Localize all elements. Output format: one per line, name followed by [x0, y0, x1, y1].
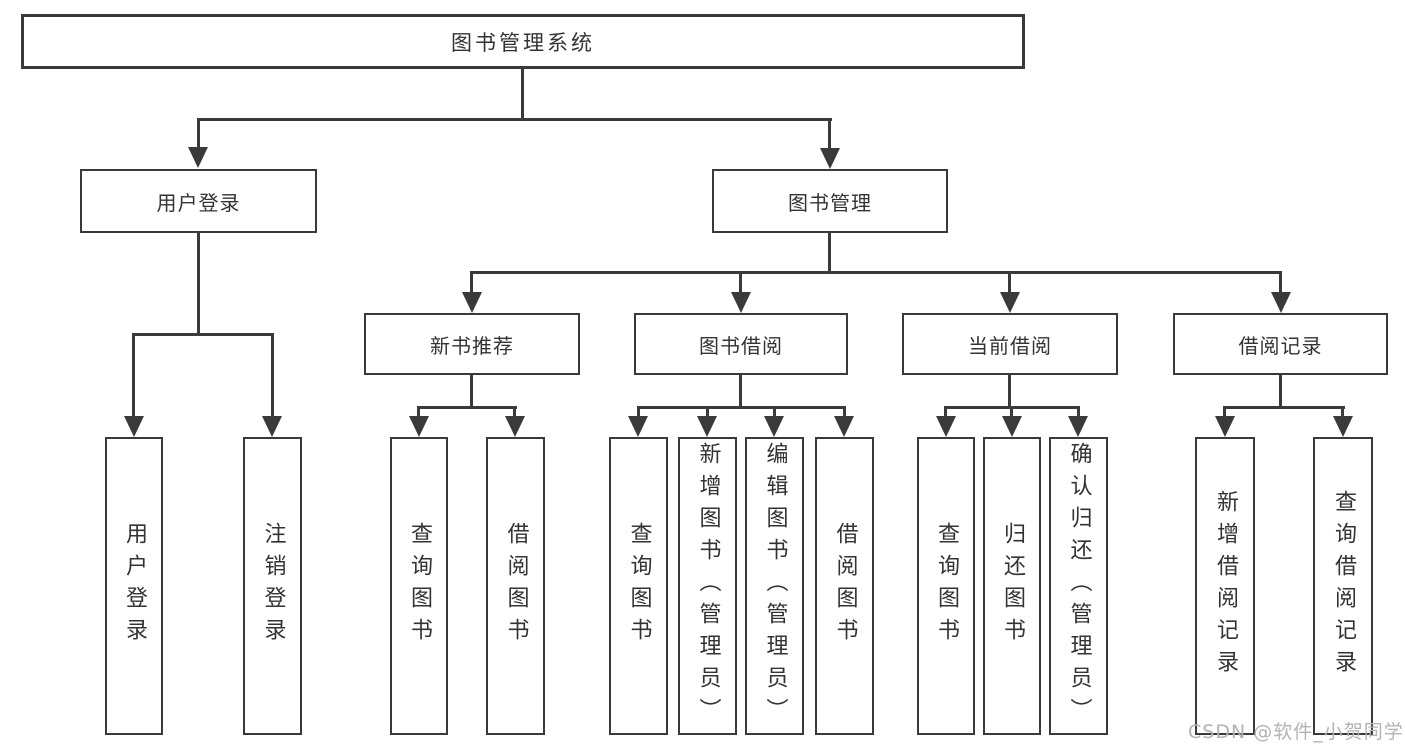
leaf-logout: 注销登录	[243, 437, 302, 735]
connector-drop-cur-return	[1010, 406, 1013, 417]
connector-book-mgmt-hbar	[470, 271, 1282, 274]
leaf-borrow-edit-book-admin: 编辑图书（管理员）	[745, 437, 804, 735]
node-new-book-recommend: 新书推荐	[364, 313, 580, 375]
leaf-borrow-borrow-book: 借阅图书	[815, 437, 874, 735]
leaf-records-query-record: 查询借阅记录	[1313, 437, 1373, 735]
connector-root-hbar	[197, 118, 832, 121]
connector-drop-bor-query	[637, 406, 640, 417]
arrowhead-rec-query-record	[1333, 416, 1353, 437]
connector-book-mgmt-stem	[828, 233, 831, 273]
arrowhead-logout-leaf	[262, 416, 282, 437]
connector-drop-bor-edit	[773, 406, 776, 417]
arrowhead-cur-return	[1002, 416, 1022, 437]
arrowhead-bor-query	[628, 416, 648, 437]
connector-borrow-hbar	[637, 406, 846, 409]
connector-drop-login-leaf	[132, 333, 135, 417]
arrowhead-borrow	[731, 292, 751, 313]
connector-current-stem	[1008, 375, 1011, 408]
arrowhead-bor-add	[697, 416, 717, 437]
node-library-management-system: 图书管理系统	[21, 14, 1025, 69]
node-user-login: 用户登录	[80, 169, 317, 233]
node-current-borrow: 当前借阅	[902, 313, 1118, 375]
arrowhead-cur-confirm	[1068, 416, 1088, 437]
arrowhead-rec-add-record	[1215, 416, 1235, 437]
leaf-recommend-query-book: 查询图书	[390, 437, 448, 735]
leaf-user-login: 用户登录	[105, 437, 163, 735]
connector-drop-bor-add	[706, 406, 709, 417]
arrowhead-recommend	[462, 292, 482, 313]
connector-user-login-stem	[197, 233, 200, 336]
node-book-borrow: 图书借阅	[634, 313, 848, 375]
connector-recommend-stem	[470, 375, 473, 408]
connector-drop-rec-query-record	[1341, 406, 1344, 417]
arrowhead-rec-query	[409, 416, 429, 437]
arrowhead-user-login	[188, 147, 208, 168]
connector-root-stem	[521, 68, 524, 120]
connector-drop-rec-borrow	[513, 406, 516, 417]
connector-drop-records	[1279, 271, 1282, 293]
connector-borrow-stem	[739, 375, 742, 408]
leaf-borrow-query-book: 查询图书	[609, 437, 668, 735]
arrowhead-bor-edit	[764, 416, 784, 437]
leaf-current-query-book: 查询图书	[917, 437, 975, 735]
connector-drop-rec-query	[417, 406, 420, 417]
connector-drop-cur-confirm	[1077, 406, 1080, 417]
arrowhead-book-mgmt	[820, 148, 840, 169]
connector-recommend-hbar	[417, 406, 517, 409]
connector-drop-borrow	[739, 271, 742, 293]
connector-records-stem	[1279, 375, 1282, 408]
arrowhead-current	[1000, 292, 1020, 313]
connector-drop-book-mgmt	[828, 118, 831, 150]
arrowhead-records	[1271, 292, 1291, 313]
arrowhead-login-leaf	[124, 416, 144, 437]
connector-drop-cur-query	[944, 406, 947, 417]
csdn-watermark: CSDN @软件_小贺同学	[1188, 721, 1404, 743]
leaf-borrow-add-book-admin: 新增图书（管理员）	[678, 437, 737, 735]
connector-drop-bor-borrow	[843, 406, 846, 417]
arrowhead-rec-borrow	[505, 416, 525, 437]
leaf-records-add-record: 新增借阅记录	[1195, 437, 1255, 735]
connector-drop-rec-add-record	[1223, 406, 1226, 417]
arrowhead-cur-query	[936, 416, 956, 437]
leaf-current-return-book: 归还图书	[983, 437, 1041, 735]
connector-drop-current	[1008, 271, 1011, 293]
node-borrow-records: 借阅记录	[1173, 313, 1388, 375]
leaf-current-confirm-return-admin: 确认归还（管理员）	[1049, 437, 1108, 735]
connector-records-hbar	[1223, 406, 1345, 409]
connector-drop-recommend	[470, 271, 473, 293]
connector-drop-logout-leaf	[271, 333, 274, 417]
arrowhead-bor-borrow	[834, 416, 854, 437]
node-book-management: 图书管理	[712, 169, 948, 233]
connector-user-login-hbar	[132, 333, 274, 336]
connector-drop-user-login	[197, 118, 200, 149]
leaf-recommend-borrow-book: 借阅图书	[486, 437, 545, 735]
